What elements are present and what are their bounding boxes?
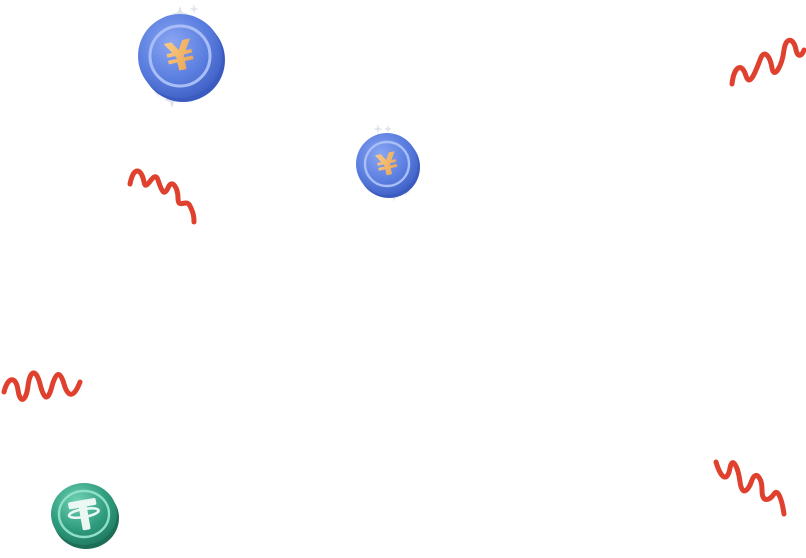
tether-coin-icon	[51, 483, 119, 549]
squiggle-icon	[713, 459, 787, 517]
yen-coin-icon: ¥	[138, 4, 225, 108]
squiggle-icon	[127, 168, 197, 225]
squiggle-icon	[729, 37, 806, 87]
yen-coin-icon: ¥	[356, 124, 420, 202]
squiggle-icon	[1, 370, 83, 402]
